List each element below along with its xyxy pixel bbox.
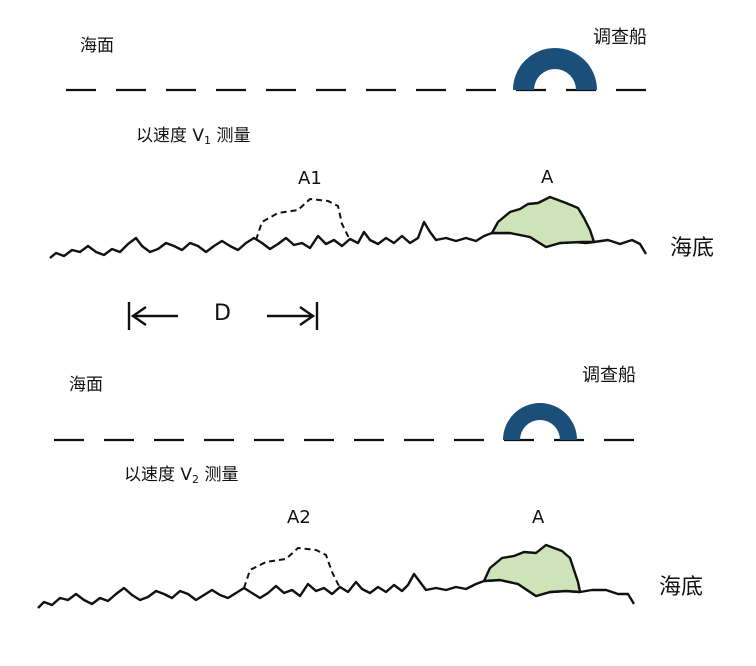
distance-label: D: [214, 301, 231, 326]
seabed-line-2: [37, 572, 636, 609]
ship-label-1: 调查船: [593, 27, 647, 48]
speed-suffix-1: 测量: [211, 126, 251, 146]
seabed-label-1: 海底: [670, 236, 715, 261]
speed-label-2: 以速度 V2 测量: [124, 465, 239, 486]
ghost-label-a2: A2: [287, 507, 311, 528]
mound-a-2: [482, 543, 582, 598]
distance-left-arrowhead: [130, 306, 147, 326]
survey-ship-2: [503, 403, 577, 440]
mound-label-a-2: A: [532, 507, 545, 528]
speed-subscript-1: 1: [204, 134, 212, 147]
speed-subscript-2: 2: [192, 473, 200, 486]
speed-suffix-2: 测量: [199, 465, 239, 485]
sea-surface-label-1: 海面: [80, 36, 114, 56]
speed-prefix-1: 以速度 V: [136, 126, 205, 146]
seabed-label-2: 海底: [659, 575, 704, 600]
ghost-label-a1: A1: [298, 168, 322, 189]
speed-prefix-2: 以速度 V: [124, 465, 193, 485]
mound-label-a-1: A: [541, 167, 554, 188]
speed-label-1: 以速度 V1 测量: [136, 126, 251, 147]
distance-right-arrowhead: [299, 306, 316, 326]
ghost-mound-a2: [243, 546, 341, 589]
sea-surface-label-2: 海面: [69, 375, 103, 395]
ship-label-2: 调查船: [582, 365, 636, 386]
mound-a-1: [490, 195, 596, 249]
survey-ship-1: [513, 48, 597, 90]
ghost-mound-a1: [255, 197, 351, 241]
